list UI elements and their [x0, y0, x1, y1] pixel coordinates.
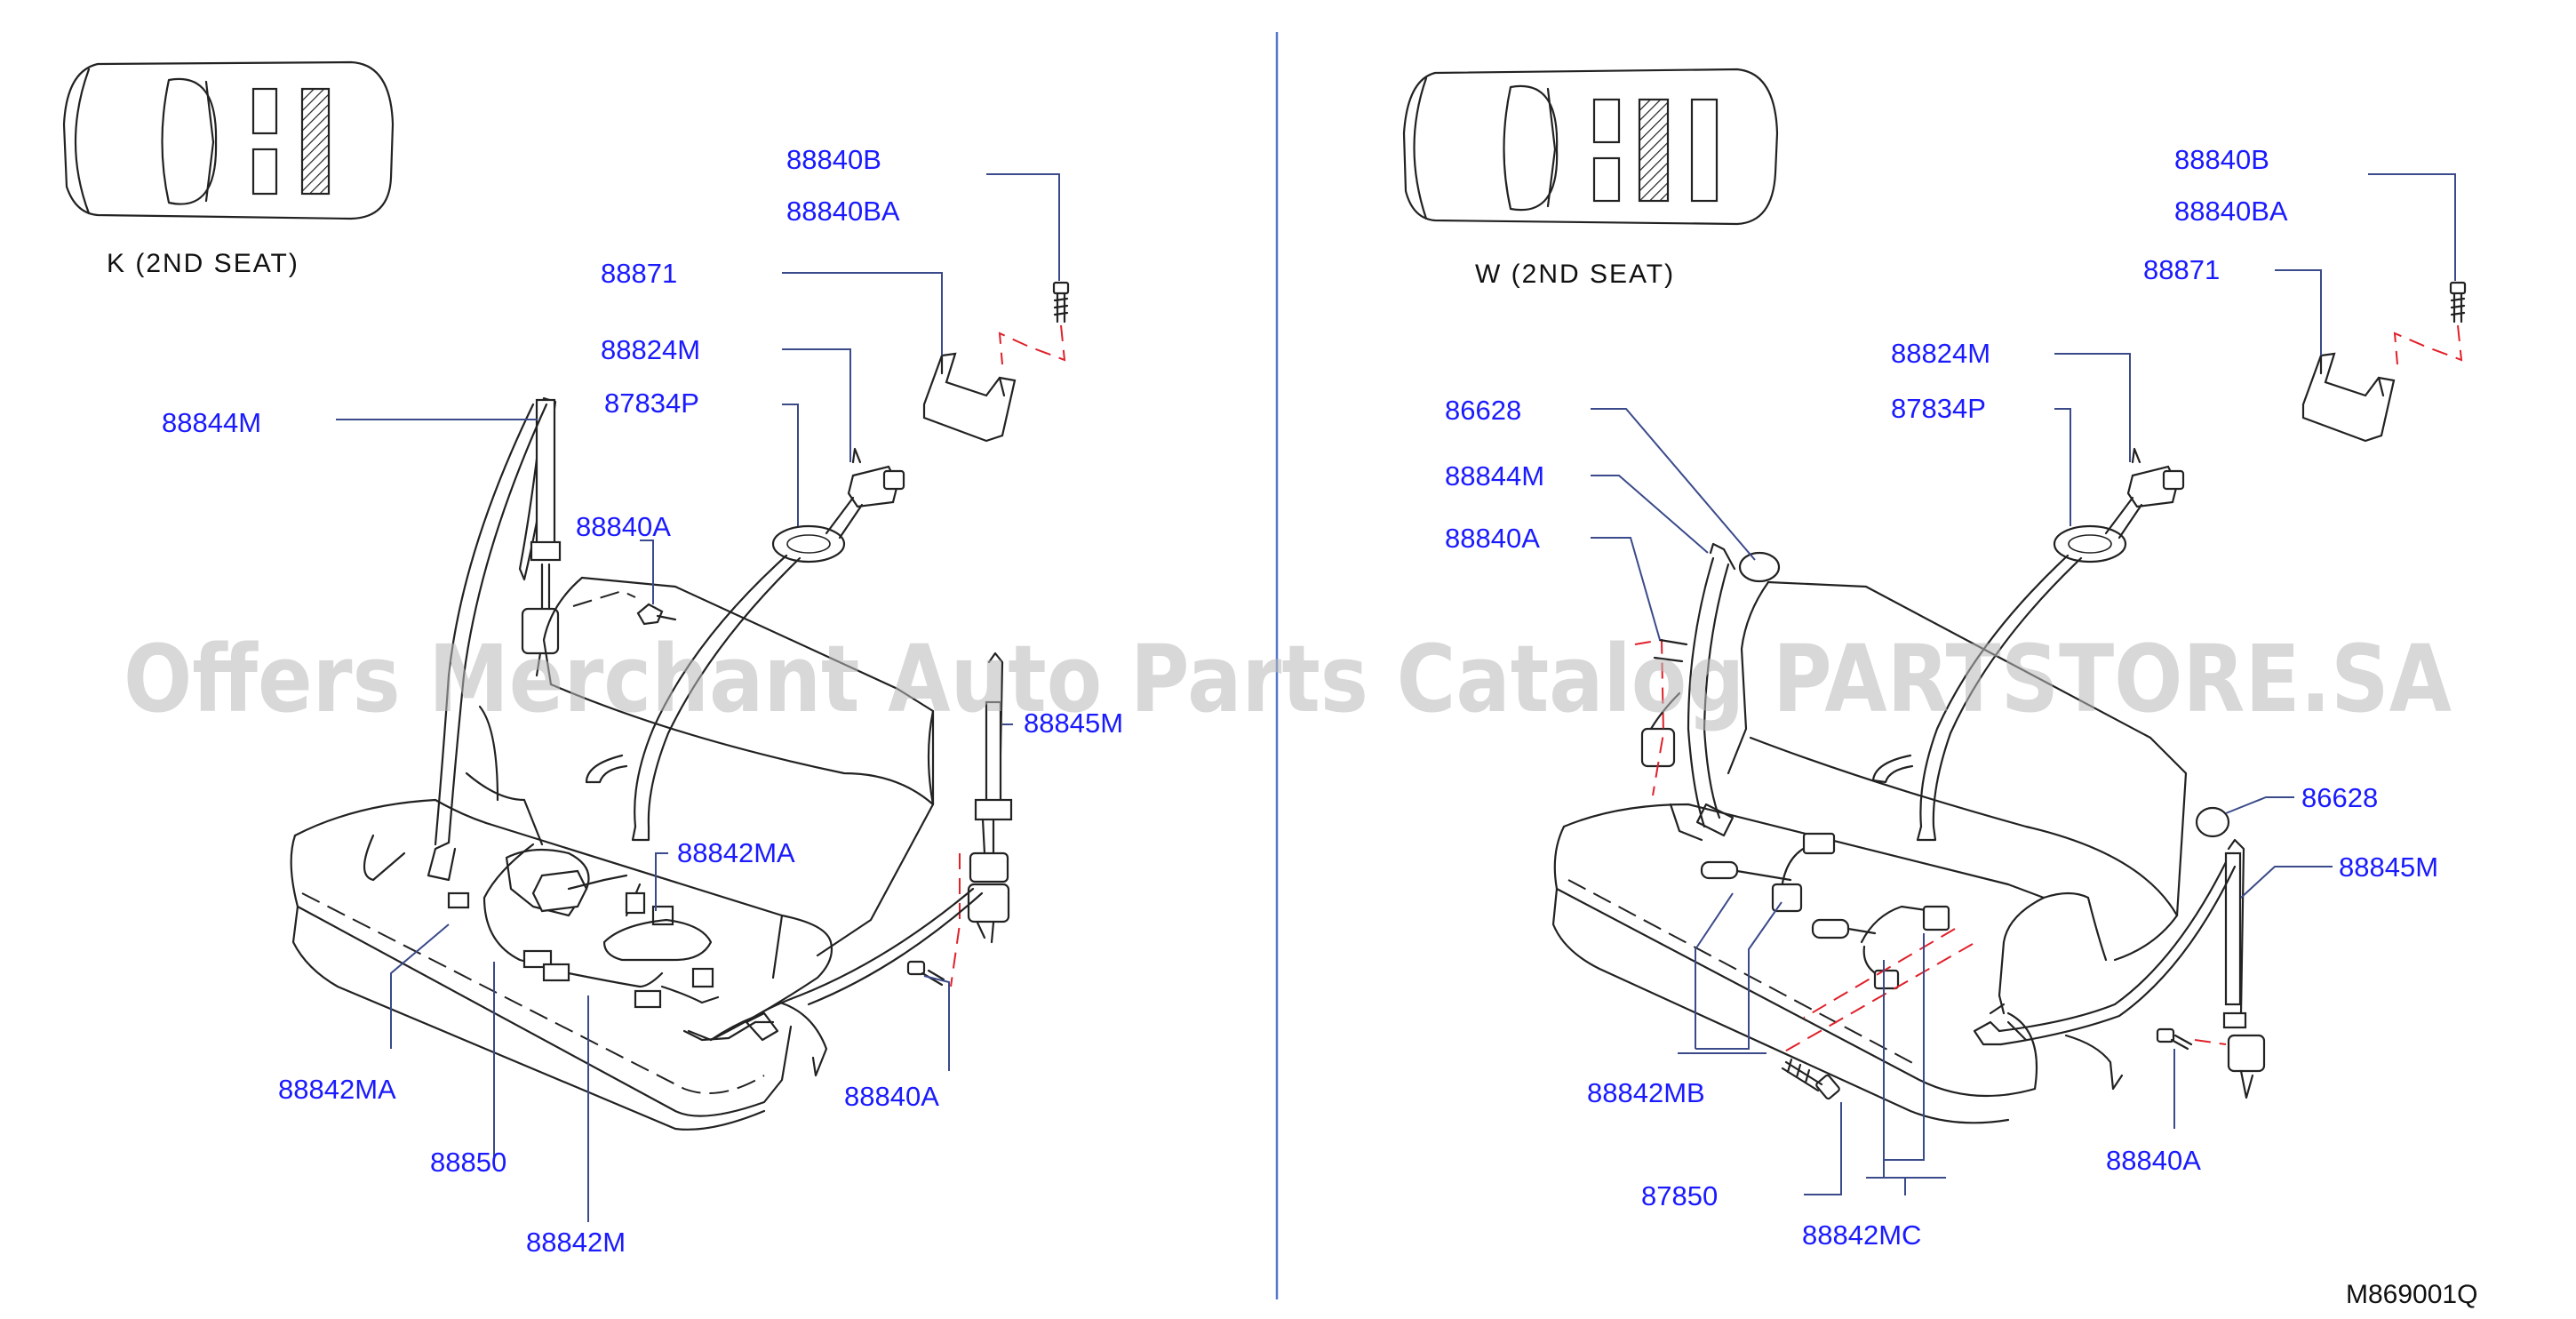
label-88845m[interactable]: 88845M	[1024, 707, 1123, 739]
figure-code: M869001Q	[2346, 1280, 2477, 1309]
buckle-assembly-left-drawing	[447, 843, 720, 1009]
label-88840a-right-bottom[interactable]: 88840A	[2106, 1145, 2201, 1176]
vehicle-seat-position-icon-k	[62, 60, 395, 220]
label-88824m[interactable]: 88824M	[601, 334, 700, 365]
leader-lines-right	[1591, 173, 2456, 1195]
bracket-88871-drawing	[922, 352, 1017, 443]
label-88842mc[interactable]: 88842MC	[1802, 1219, 1921, 1251]
center-belt-retractor-drawing	[585, 447, 905, 842]
vehicle-seat-position-icon-w	[1402, 68, 1779, 226]
leader-lines-left	[336, 173, 1060, 1222]
anchor-bolt-88840a-right-bottom-drawing	[2156, 1027, 2193, 1051]
label-88824m-right[interactable]: 88824M	[1891, 338, 1990, 369]
label-88845m-right[interactable]: 88845M	[2339, 851, 2438, 883]
label-88871-right[interactable]: 88871	[2143, 254, 2220, 285]
shoulder-belt-88844m-right-drawing	[1634, 542, 1781, 842]
label-88871[interactable]: 88871	[601, 258, 677, 289]
shoulder-belt-88844m-drawing	[427, 396, 562, 882]
label-88842mb[interactable]: 88842MB	[1587, 1077, 1705, 1108]
label-88840a-top[interactable]: 88840A	[576, 511, 671, 542]
label-88840ba-right[interactable]: 88840BA	[2174, 196, 2288, 227]
bracket-88871-right-drawing	[2301, 352, 2396, 443]
label-88840a-bottom[interactable]: 88840A	[844, 1081, 939, 1112]
label-87834p[interactable]: 87834P	[604, 388, 699, 419]
seat-right-drawing	[1551, 580, 2188, 1124]
label-88842ma-bottom[interactable]: 88842MA	[278, 1074, 396, 1105]
label-88840b[interactable]: 88840B	[786, 144, 881, 175]
label-88840b-right[interactable]: 88840B	[2174, 144, 2269, 175]
bolt-87850-drawing	[1781, 1058, 1840, 1100]
label-88840a-left[interactable]: 88840A	[1445, 523, 1540, 554]
shoulder-belt-88845m-drawing	[745, 652, 1013, 1077]
seat-left-drawing	[290, 576, 935, 1131]
label-88844m[interactable]: 88844M	[162, 407, 261, 438]
bolt-88840b-right-drawing	[2393, 281, 2467, 365]
label-88850[interactable]: 88850	[430, 1147, 506, 1178]
left-panel: K (2ND SEAT)	[62, 60, 1123, 1258]
anchor-bolt-88840a-top-drawing	[572, 589, 677, 626]
label-88842m[interactable]: 88842M	[526, 1227, 626, 1258]
buckle-assembly-right-drawing	[1700, 832, 1974, 1054]
label-87834p-right[interactable]: 87834P	[1891, 393, 1986, 424]
label-87850[interactable]: 87850	[1641, 1180, 1718, 1211]
seat-caption-w: W (2ND SEAT)	[1475, 260, 1675, 289]
anchor-bolt-88840a-bottom-drawing	[906, 960, 945, 987]
label-86628-right[interactable]: 86628	[2301, 782, 2378, 813]
right-panel: W (2ND SEAT)	[1402, 68, 2467, 1251]
label-88844m-right[interactable]: 88844M	[1445, 460, 1544, 492]
watermark: Offers Merchant Auto Parts Catalog PARTS…	[124, 625, 2452, 733]
label-88842ma-right[interactable]: 88842MA	[677, 837, 795, 868]
shoulder-belt-88845m-right-drawing	[1973, 806, 2266, 1099]
bolt-88840b-drawing	[998, 281, 1070, 365]
label-86628-top[interactable]: 86628	[1445, 395, 1521, 426]
seat-caption-k: K (2ND SEAT)	[107, 249, 299, 278]
center-belt-retractor-right-drawing	[1871, 447, 2185, 842]
label-88840ba[interactable]: 88840BA	[786, 196, 900, 227]
